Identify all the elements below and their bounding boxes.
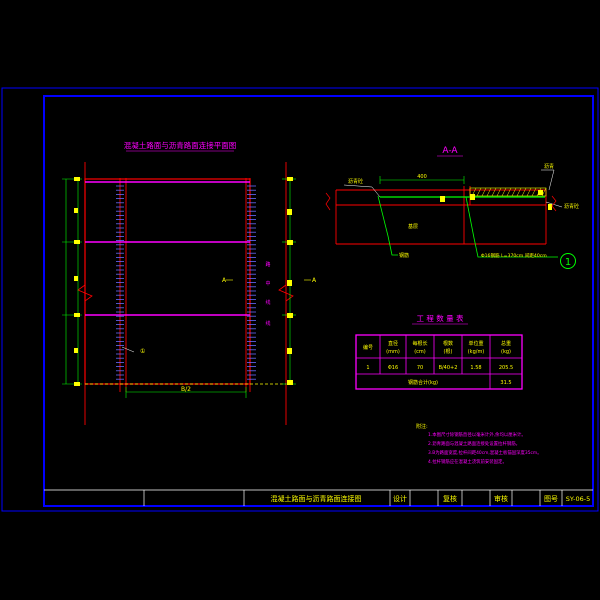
plan-right-note-1: 路 — [265, 261, 270, 268]
plan-center-dimension: B/2 — [181, 386, 191, 393]
qt-header-6-unit: (kg) — [501, 349, 511, 355]
asphalt-hatch-line — [481, 187, 487, 197]
plan-right-note-4: 线 — [265, 320, 270, 327]
title-block-drawing-title: 混凝土路面与沥青路面连接图 — [271, 494, 362, 503]
section-top-dim: 400 — [417, 174, 427, 180]
title-block — [44, 489, 593, 506]
section-title: A-A — [442, 146, 458, 156]
section-leader-left-top — [343, 184, 381, 198]
section-break-left — [325, 192, 331, 211]
section-label-right-top: 沥青 — [544, 163, 554, 170]
title-block-reviewer-label: 复核 — [443, 494, 457, 503]
title-block-approver-label: 审核 — [494, 494, 508, 503]
quantity-table-grid — [355, 334, 523, 390]
plan-right-dim-ticks — [287, 177, 293, 385]
section-leader-bottom-right — [465, 196, 558, 258]
note-line-4: 4.拉杆钢筋应在混凝土浇筑前安装固定。 — [428, 458, 507, 465]
asphalt-hatch-line — [491, 187, 497, 197]
asphalt-hatch-line — [476, 187, 482, 197]
section-marks — [440, 190, 552, 210]
plan-section-mark-left: A — [222, 277, 227, 284]
qt-header-1: 编号 — [363, 344, 373, 351]
title-block-sheet-number: SY-06-5 — [566, 495, 590, 503]
plan-bottom-dimension-line — [125, 387, 247, 398]
asphalt-hatch-line — [511, 187, 517, 197]
notes: 附注: 1.本图尺寸除钢筋直径以毫米计外,余均以厘米计。 2.沥青路面与混凝土路… — [416, 423, 542, 465]
quantity-table: 编号 直径 (mm) 每根长 (cm) 根数 (根) 单位重 (kg/m) 总重… — [355, 334, 523, 390]
section-label-bottom-right: Φ16钢筋 L=370cm 间距40cm — [481, 252, 547, 259]
section-view: 400 沥青砼 沥青 沥青砼 基层 钢筋 Φ16钢筋 L=370cm 间距40c… — [325, 163, 579, 269]
plan-section-mark-right: A — [312, 277, 317, 284]
asphalt-hatch-line — [496, 187, 502, 197]
asphalt-hatch-line — [486, 187, 492, 197]
section-label-left-top: 沥青砼 — [348, 178, 363, 185]
qt-total-label: 钢筋合计(kg) — [408, 379, 438, 386]
plan-right-note-2: 中 — [265, 280, 270, 287]
section-label-bottom-left: 钢筋 — [399, 252, 409, 259]
qt-cell-count: B/40+2 — [439, 365, 458, 371]
section-leader-right-top — [541, 169, 555, 191]
qt-header-2-unit: (mm) — [386, 349, 400, 355]
plan-rebar-ticks — [116, 185, 256, 380]
title-block-designer-label: 设计 — [393, 494, 407, 503]
qt-header-3-unit: (cm) — [414, 349, 426, 355]
qt-cell-id: 1 — [366, 365, 369, 371]
section-outline — [335, 186, 547, 245]
section-callout-circle — [560, 253, 576, 269]
asphalt-hatch-line — [501, 187, 507, 197]
note-line-2: 2.沥青路面与混凝土路面连接处设置拉杆钢筋。 — [428, 440, 520, 447]
plan-left-dim-ticks — [74, 177, 80, 386]
qt-header-5: 单位重 — [468, 340, 483, 347]
plan-joints — [85, 181, 250, 316]
plan-right-note-3: 线 — [265, 299, 270, 306]
section-label-mid: 基层 — [408, 223, 418, 230]
plan-rebar-callout: ① — [140, 348, 145, 355]
qt-header-3: 每根长 — [412, 340, 427, 347]
notes-title: 附注: — [416, 423, 428, 430]
qt-header-2: 直径 — [388, 340, 398, 347]
quantity-table-title: 工 程 数 量 表 — [416, 313, 464, 323]
qt-cell-total-weight: 205.5 — [499, 365, 513, 371]
plan-break-symbol-right — [278, 284, 294, 302]
plan-break-symbol-left — [77, 284, 93, 302]
note-line-3: 3.B为路面宽度,拉杆间距40cm,混凝土板锚固深度35cm。 — [428, 449, 542, 456]
asphalt-hatch-line — [516, 187, 522, 197]
section-break-right — [551, 195, 557, 212]
section-leader-bottom-left — [377, 195, 398, 256]
title-block-sheet-label: 图号 — [544, 495, 558, 503]
outer-frame — [1, 87, 599, 512]
qt-header-4-unit: (根) — [444, 348, 453, 355]
section-label-right-side: 沥青砼 — [564, 203, 579, 210]
section-callout: 1 — [565, 257, 571, 268]
qt-header-5-unit: (kg/m) — [468, 349, 485, 355]
qt-cell-unit-weight: 1.58 — [470, 365, 481, 371]
note-line-1: 1.本图尺寸除钢筋直径以毫米计外,余均以厘米计。 — [428, 431, 526, 438]
plan-view: B/2 ① A A 路 中 线 线 — [62, 162, 317, 425]
inner-frame — [43, 95, 594, 507]
asphalt-hatch-line — [506, 187, 512, 197]
section-asphalt-layer — [469, 187, 547, 197]
asphalt-hatch-line — [531, 187, 537, 197]
qt-cell-diameter: Φ16 — [388, 365, 398, 371]
qt-header-4: 根数 — [443, 340, 453, 347]
asphalt-hatch-line — [526, 187, 532, 197]
section-asphalt-hatch — [471, 187, 547, 197]
qt-cell-length: 70 — [417, 365, 423, 371]
qt-header-6: 总重 — [501, 340, 511, 347]
plan-callout-leader — [121, 346, 135, 353]
section-leader-right-side — [545, 201, 563, 208]
plan-title: 混凝土路面与沥青路面连接平面图 — [124, 140, 237, 150]
qt-total-value: 31.5 — [500, 380, 511, 386]
asphalt-hatch-line — [521, 187, 527, 197]
section-top-dimension — [379, 176, 465, 184]
